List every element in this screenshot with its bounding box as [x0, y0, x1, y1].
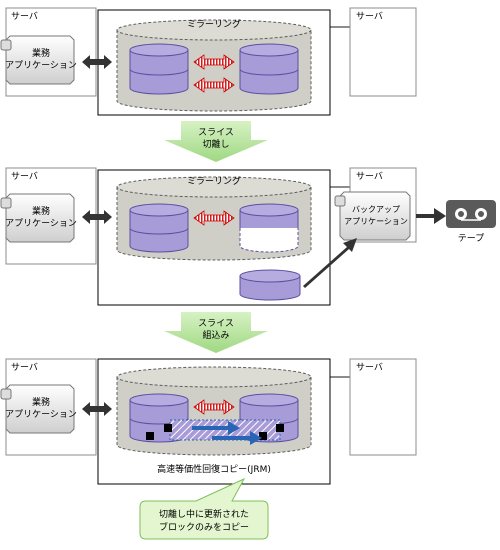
step-1-line-1: スライス	[198, 128, 234, 138]
backup-app-tag	[334, 191, 411, 241]
step-arrow-1	[164, 121, 268, 162]
block-marker	[146, 432, 154, 440]
server-label-1-left: サーバ	[11, 12, 38, 22]
arrow-slice-to-backup	[303, 238, 357, 288]
tape-label: テープ	[457, 234, 485, 244]
app-tag-2	[0, 193, 75, 243]
business-app-line-2: アプリケーション	[5, 410, 77, 420]
panel-3	[0, 358, 417, 540]
blue-copy-arrow-2	[212, 431, 262, 445]
backup-app-label: バックアップ アプリケーション	[344, 204, 408, 228]
app-tag-1	[0, 35, 75, 85]
callout-line-1: 切離し中に更新された	[158, 510, 249, 520]
business-app-line-2: アプリケーション	[5, 219, 77, 229]
block-marker	[164, 424, 172, 432]
red-arrow-2	[193, 210, 235, 226]
app-tag-3	[0, 384, 75, 434]
callout-text: 切離し中に更新された ブロックのみをコピー	[140, 509, 268, 535]
blue-copy-arrow-1	[192, 421, 240, 435]
business-app-label-3: 業務 アプリケーション	[5, 397, 77, 421]
disk-2-right-split	[239, 203, 299, 253]
step-1-line-2: 切離し	[202, 140, 230, 150]
step-1-label: スライス 切離し	[198, 127, 234, 151]
business-app-line-1: 業務	[31, 49, 51, 59]
step-2-line-2: 組込み	[202, 331, 230, 341]
business-app-line-1: 業務	[31, 207, 51, 217]
callout-line-2: ブロックのみをコピー	[158, 523, 249, 533]
disk-1-left	[129, 43, 189, 95]
right-server-box	[349, 7, 417, 97]
server-label-2-right: サーバ	[356, 172, 383, 182]
step-2-label: スライス 組込み	[198, 318, 234, 342]
arrow-to-tape	[416, 208, 446, 224]
jrm-label: 高速等価性回復コピー(JRM)	[157, 465, 271, 475]
detached-slice	[239, 269, 301, 301]
business-app-line-2: アプリケーション	[5, 61, 77, 71]
red-double-arrow-1a	[193, 54, 235, 70]
mirroring-label-1: ミラーリング	[186, 20, 242, 30]
step-arrow-2	[164, 312, 268, 353]
disk-2-left	[129, 203, 189, 253]
panel-2	[0, 167, 496, 306]
callout-bubble	[139, 477, 269, 540]
mirroring-label-2: ミラーリング	[186, 177, 242, 187]
business-app-label-2: 業務 アプリケーション	[5, 206, 77, 230]
business-app-line-1: 業務	[31, 398, 51, 408]
block-marker	[276, 424, 284, 432]
backup-app-line-1: バックアップ	[352, 205, 400, 214]
double-arrow-3	[82, 402, 112, 416]
red-arrow-3	[193, 399, 235, 415]
step-2-line-1: スライス	[198, 319, 234, 329]
server-label-3-left: サーバ	[11, 363, 38, 373]
tape-icon	[446, 200, 496, 228]
server-label-2-left: サーバ	[11, 172, 38, 182]
disk-1-right	[239, 43, 299, 95]
panel-1	[0, 7, 417, 116]
red-double-arrow-1b	[193, 77, 235, 93]
right-server-box-3	[349, 358, 417, 456]
double-arrow-1	[82, 55, 112, 69]
block-marker	[259, 432, 267, 440]
backup-app-line-2: アプリケーション	[344, 217, 408, 226]
business-app-label-1: 業務 アプリケーション	[5, 48, 77, 72]
double-arrow-2	[82, 210, 112, 224]
server-label-3-right: サーバ	[356, 363, 383, 373]
server-label-1-right: サーバ	[356, 12, 383, 22]
